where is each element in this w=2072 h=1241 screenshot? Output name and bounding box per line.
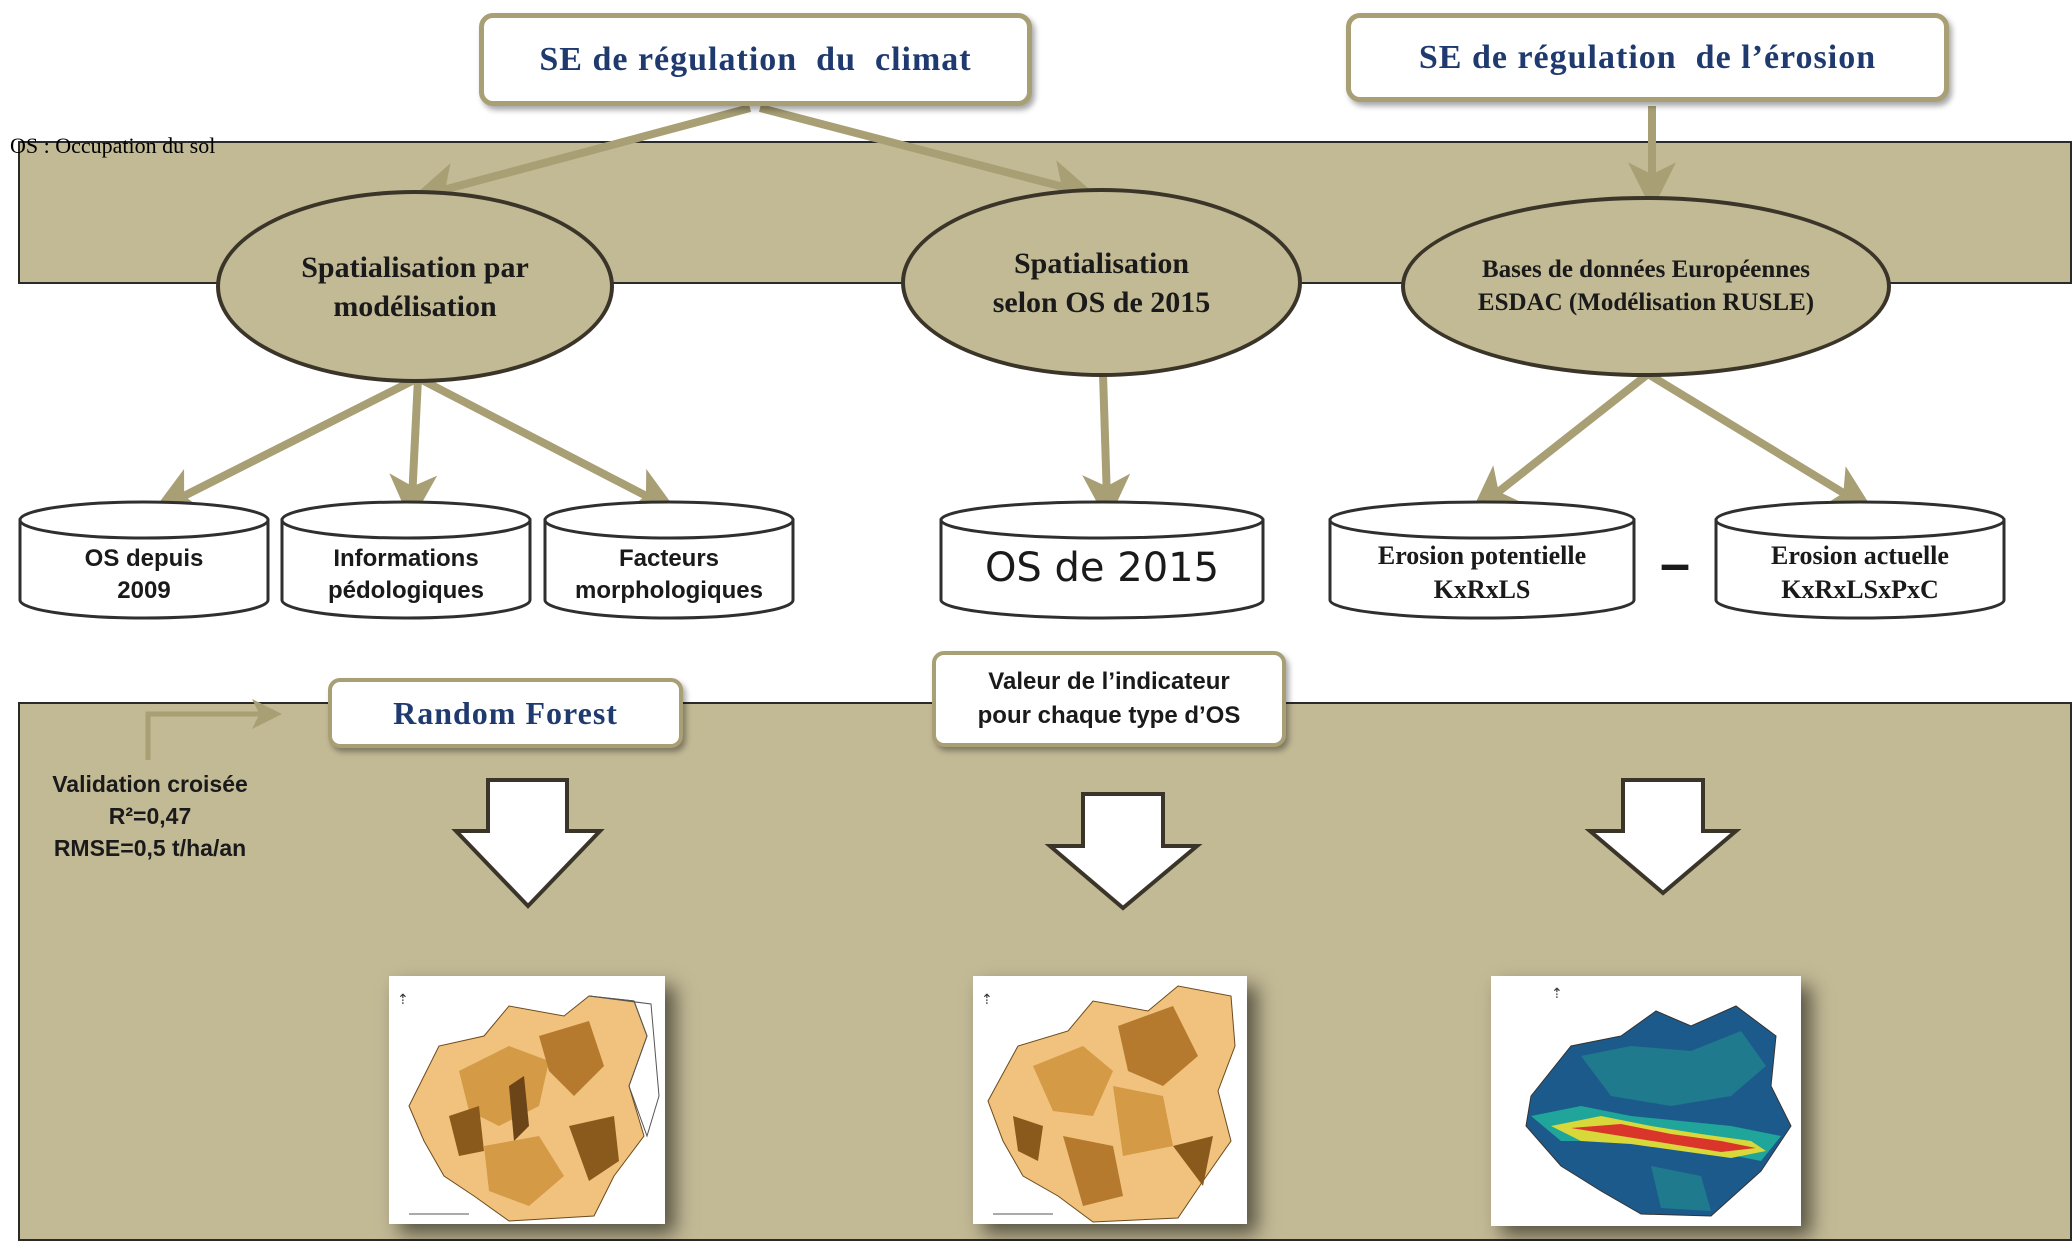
- random-forest-label: Random Forest: [393, 694, 618, 731]
- minus-sign: –: [1659, 534, 1691, 594]
- map-erosion: ⇡: [1491, 976, 1801, 1226]
- map-carbon-landuse: ⇡: [973, 976, 1247, 1224]
- landuse-ellipse: Spatialisation selon OS de 2015: [901, 188, 1302, 377]
- indicator-line-2: pour chaque type d’OS: [977, 702, 1241, 729]
- pedologic-line-2: pédologiques: [328, 577, 484, 604]
- north-arrow-icon: ⇡: [1551, 986, 1563, 1002]
- erosion-regulation-label: SE de régulation de l’érosion: [1418, 38, 1877, 76]
- cylinder-os-2015: OS de 2015: [941, 538, 1263, 598]
- arrow-modelling-to-pedo: [389, 377, 438, 523]
- os-2015-label: OS de 2015: [984, 545, 1220, 591]
- erosion-actual-line-1: Erosion actuelle: [1771, 541, 1949, 571]
- cylinder-erosion-potential: Erosion potentielle KxRxLS: [1330, 538, 1634, 608]
- arrow-landuse-to-os2015: [1082, 373, 1131, 523]
- erosion-potential-line-2: KxRxLS: [1433, 575, 1531, 604]
- map-carbon-modelling: ⇡: [389, 976, 665, 1224]
- arrow-modelling-to-os: [151, 374, 420, 513]
- european-db-line-1: Bases de données Européennes: [1481, 256, 1811, 283]
- north-arrow-icon: ⇡: [397, 992, 409, 1008]
- landuse-line-1: Spatialisation: [1013, 246, 1190, 280]
- indicator-line-1: Valeur de l’indicateur: [988, 668, 1230, 696]
- arrow-db-to-actual: [1645, 370, 1875, 512]
- map-carbon-landuse-graphic: ⇡: [981, 985, 1236, 1223]
- arrow-climate-to-landuse: [758, 104, 1097, 207]
- cylinder-morphologic-factors: Facteurs morphologiques: [545, 540, 793, 610]
- map-carbon-modelling-graphic: ⇡: [397, 992, 660, 1222]
- bent-arrow-right: [145, 699, 282, 760]
- morphologic-line-1: Facteurs: [618, 544, 720, 572]
- legend-note: OS : Occupation du sol: [10, 133, 216, 158]
- landuse-line-2: selon OS de 2015: [992, 285, 1211, 319]
- european-db-ellipse: Bases de données Européennes ESDAC (Modé…: [1401, 196, 1891, 377]
- cylinder-erosion-actual: Erosion actuelle KxRxLSxPxC: [1716, 538, 2004, 608]
- erosion-potential-line-1: Erosion potentielle: [1377, 541, 1587, 571]
- climate-regulation-box: SE de régulation du climat: [479, 13, 1032, 106]
- arrow-climate-to-modelling: [410, 104, 752, 210]
- os-since-line-1: OS depuis: [84, 544, 204, 572]
- hollow-down-arrow-center: [1044, 792, 1203, 911]
- arrow-modelling-to-morpho: [416, 374, 678, 513]
- pedologic-line-1: Informations: [333, 544, 479, 572]
- european-db-line-2: ESDAC (Modélisation RUSLE): [1477, 288, 1815, 316]
- arrow-db-to-potential: [1470, 370, 1651, 514]
- validation-block: Validation croisée R²=0,47 RMSE=0,5 t/ha…: [20, 768, 280, 865]
- erosion-actual-line-2: KxRxLSxPxC: [1781, 575, 1939, 604]
- map-erosion-graphic: ⇡: [1525, 986, 1792, 1217]
- cylinder-os-since-2009: OS depuis 2009: [20, 540, 268, 610]
- modelling-ellipse: Spatialisation par modélisation: [216, 190, 614, 383]
- hollow-down-arrow-left: [451, 778, 605, 909]
- os-since-line-2: 2009: [117, 577, 171, 604]
- north-arrow-icon: ⇡: [981, 992, 993, 1008]
- climate-regulation-label: SE de régulation du climat: [539, 40, 972, 78]
- cylinder-pedologic-info: Informations pédologiques: [282, 540, 530, 610]
- modelling-line-2: modélisation: [333, 289, 497, 323]
- validation-rmse: RMSE=0,5 t/ha/an: [53, 835, 247, 862]
- erosion-regulation-box: SE de régulation de l’érosion: [1346, 13, 1949, 102]
- indicator-value-box: Valeur de l’indicateur pour chaque type …: [932, 651, 1286, 747]
- modelling-line-1: Spatialisation par: [301, 250, 529, 284]
- validation-title: Validation croisée: [52, 771, 248, 797]
- random-forest-box: Random Forest: [328, 678, 683, 748]
- hollow-down-arrow-right: [1584, 778, 1742, 896]
- validation-r2: R²=0,47: [108, 803, 192, 830]
- morphologic-line-2: morphologiques: [575, 577, 763, 604]
